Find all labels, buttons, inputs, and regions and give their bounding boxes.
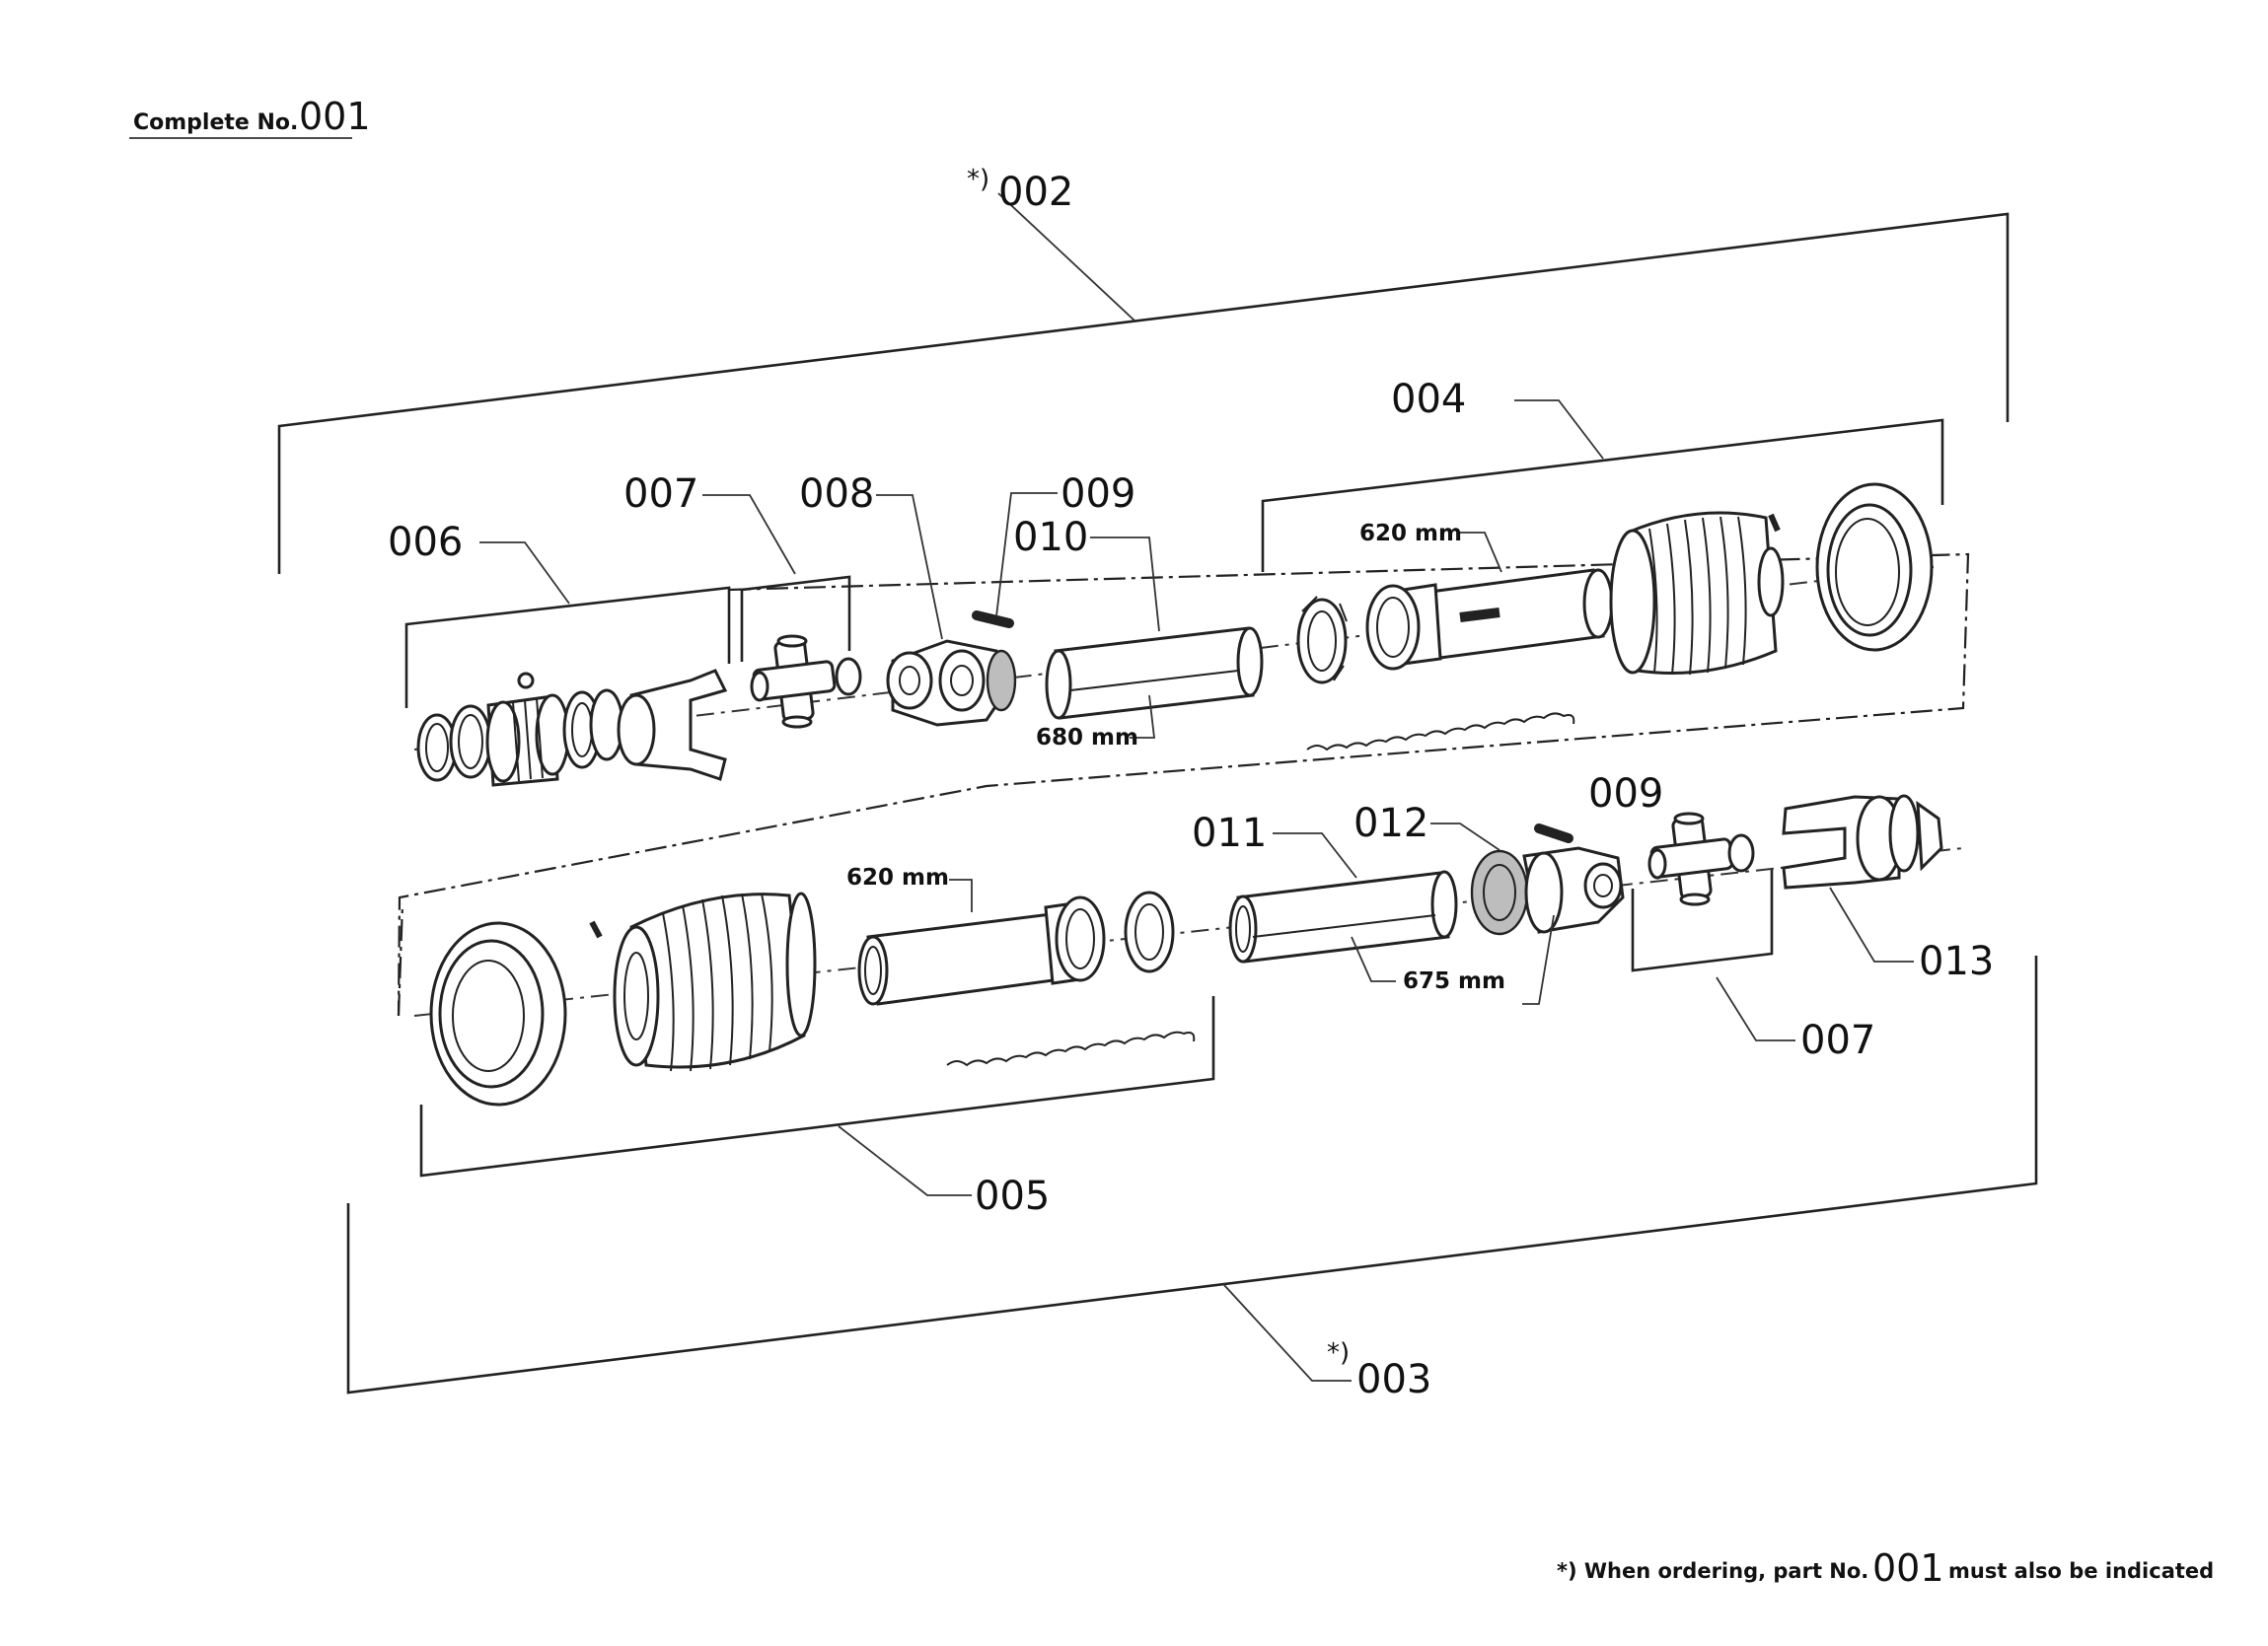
bracket-003 <box>346 956 2038 1395</box>
callout-005: 005 <box>975 1174 1050 1219</box>
part-012-illustration <box>1470 846 1625 936</box>
bracket-006 <box>404 586 731 708</box>
leader-002 <box>997 192 1135 322</box>
leader-013 <box>1829 887 1914 963</box>
callout-006: 006 <box>388 520 463 565</box>
callout-011: 011 <box>1192 811 1267 856</box>
part-004-ring-illustration <box>1296 596 1348 684</box>
dimension-620mm-bottom: 620 mm <box>846 865 949 891</box>
leader-007-bottom <box>1716 976 1795 1041</box>
leader-007-top <box>702 494 796 575</box>
part-004-tube <box>1365 568 1614 671</box>
callout-002-star: *) <box>967 165 989 194</box>
part-006-illustration <box>416 669 728 787</box>
callout-003: 003 <box>1356 1357 1431 1402</box>
complete-label: Complete No. <box>133 110 298 135</box>
part-004-chain <box>1306 712 1575 751</box>
callout-007-bottom: 007 <box>1800 1018 1875 1063</box>
callout-013: 013 <box>1919 939 1994 984</box>
callouts: *) 002 *) 003 004 005 006 007 007 008 00… <box>388 165 1994 1402</box>
dimension-680mm: 680 mm <box>1036 725 1138 751</box>
leader-680mm <box>1130 694 1156 739</box>
callout-008: 008 <box>799 471 874 517</box>
callout-009-top: 009 <box>1061 471 1135 517</box>
part-005-tube <box>857 895 1106 1006</box>
part-007-top-illustration <box>750 634 862 729</box>
footer-number: 001 <box>1872 1546 1944 1590</box>
callout-009-bottom: 009 <box>1588 771 1663 817</box>
part-011-tube <box>1228 870 1458 964</box>
footer-suffix: must also be indicated <box>1948 1559 2214 1583</box>
part-010-tube <box>1045 626 1264 720</box>
leader-675mm <box>1351 936 1396 982</box>
part-009-bottom-pin <box>1534 823 1573 843</box>
leader-012 <box>1430 823 1500 851</box>
callout-004: 004 <box>1391 377 1466 422</box>
footer-note: *) When ordering, part No. 001 must also… <box>1557 1546 2214 1590</box>
leader-009-bottom <box>1522 914 1555 1005</box>
dimension-620mm-top: 620 mm <box>1359 521 1462 546</box>
assembly-line-left <box>397 902 404 1017</box>
bracket-004 <box>1261 418 1944 572</box>
leader-620mm-top <box>1460 532 1502 573</box>
bracket-002 <box>277 212 2010 574</box>
callout-003-star: *) <box>1327 1338 1350 1368</box>
leader-009-top <box>995 492 1058 617</box>
part-004-bellows <box>1609 511 1785 676</box>
callout-002: 002 <box>998 170 1073 215</box>
callout-012: 012 <box>1353 801 1428 846</box>
leader-010 <box>1090 537 1160 632</box>
bottom-assembly <box>413 794 1964 1107</box>
leader-003 <box>1222 1283 1352 1382</box>
leader-004 <box>1514 399 1604 460</box>
part-005-chain <box>946 1031 1196 1067</box>
complete-number: 001 <box>299 95 371 138</box>
dimension-675mm: 675 mm <box>1403 968 1505 994</box>
bracket-007-top <box>740 575 851 662</box>
bracket-007-bottom <box>1631 870 1774 972</box>
part-004-cone <box>1815 482 1934 652</box>
part-005-bellows <box>589 892 817 1072</box>
bracket-005 <box>419 996 1215 1178</box>
leader-008 <box>876 494 943 640</box>
part-007-bottom-illustration <box>1647 812 1755 906</box>
leader-005 <box>838 1125 972 1196</box>
part-009-top-pin <box>972 610 1014 628</box>
leader-011 <box>1273 832 1357 879</box>
leader-lines <box>479 192 1914 1382</box>
callout-010: 010 <box>1013 515 1088 560</box>
part-013-illustration <box>1782 794 1943 890</box>
part-008-illustration <box>886 639 1017 727</box>
header: Complete No. 001 <box>129 95 371 139</box>
callout-007-top: 007 <box>623 471 698 517</box>
part-005-ring <box>1124 891 1175 973</box>
leader-620mm-bottom <box>949 879 973 912</box>
leader-006 <box>479 541 570 605</box>
top-assembly <box>413 482 1935 787</box>
part-005-cone <box>429 921 567 1107</box>
footer-prefix: *) When ordering, part No. <box>1557 1559 1868 1583</box>
